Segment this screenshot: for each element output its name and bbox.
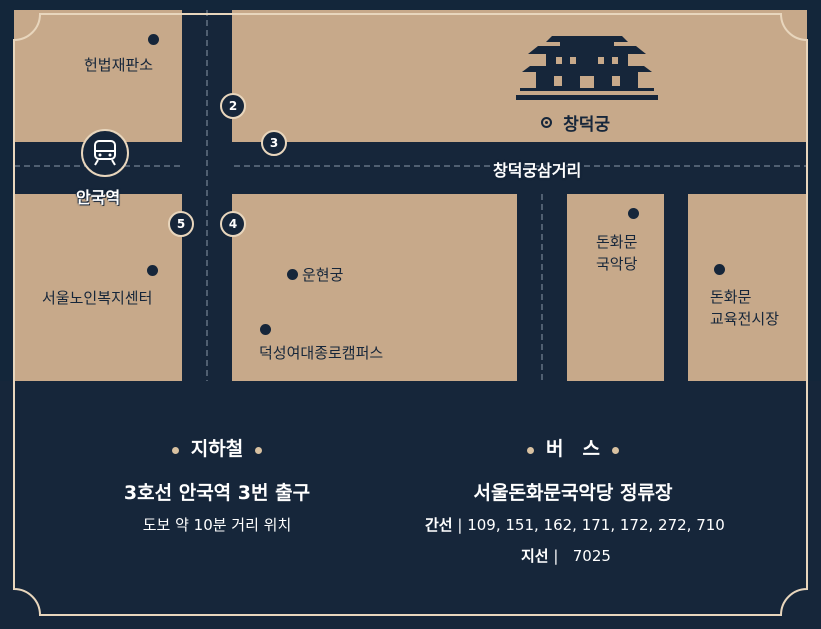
bus-branch-line: 지선 | 7025 <box>521 545 611 566</box>
target-icon <box>541 117 552 128</box>
info-area <box>0 381 821 629</box>
senior-welfare-dot <box>147 265 158 276</box>
bullet-icon <box>171 447 179 454</box>
exit-4-marker: 4 <box>220 211 246 237</box>
bus-trunk-line: 간선 | 109, 151, 162, 171, 172, 272, 710 <box>425 514 725 535</box>
donhwamun-hall-dot <box>714 264 725 275</box>
subway-heading: 지하철 <box>92 434 342 461</box>
subway-main: 3호선 안국역 3번 출구 <box>123 482 311 504</box>
donhwamun-hall-line-2: 교육전시장 <box>710 310 780 328</box>
bus-main: 서울돈화문국악당 정류장 <box>473 482 673 504</box>
bus-trunk-label: 간선 <box>425 516 453 534</box>
donhwamun-theater-line-2: 국악당 <box>596 255 638 273</box>
palace-label: 창덕궁 <box>563 115 611 135</box>
subway-title: 지하철 <box>190 438 244 460</box>
exit-2-marker: 2 <box>220 93 246 119</box>
constitutional-court-dot <box>148 34 159 45</box>
donhwamun-theater-line-1: 돈화문 <box>596 233 638 251</box>
exit-5-marker: 5 <box>168 211 194 237</box>
station-label: 안국역 <box>76 188 121 207</box>
subway-sub: 도보 약 10분 거리 위치 <box>142 516 292 534</box>
unhyeongung-dot <box>287 269 298 280</box>
exit-3-marker: 3 <box>261 130 287 156</box>
bullet-icon <box>611 447 619 454</box>
senior-welfare-label: 서울노인복지센터 <box>42 289 153 307</box>
main-road <box>14 142 807 194</box>
frame-border <box>13 13 808 616</box>
unhyeongung-label: 운현궁 <box>302 266 344 284</box>
duksung-dot <box>260 324 271 335</box>
constitutional-court-label: 헌법재판소 <box>84 56 154 74</box>
donhwamun-theater-dot <box>628 208 639 219</box>
bullet-icon <box>527 447 535 454</box>
donhwamun-theater-label: 돈화문 국악당 <box>596 231 637 275</box>
side-road-2 <box>664 194 688 381</box>
palace-icon <box>516 36 658 100</box>
bus-title: 버 스 <box>546 438 600 460</box>
donhwamun-hall-line-1: 돈화문 <box>710 288 752 306</box>
road-label: 창덕궁삼거리 <box>493 161 582 180</box>
donhwamun-hall-label: 돈화문 교육전시장 <box>710 286 779 330</box>
bus-trunk-routes: | 109, 151, 162, 171, 172, 272, 710 <box>457 516 725 534</box>
station-icon <box>81 129 129 177</box>
palace-marker: 창덕궁 <box>541 110 610 135</box>
bus-branch-label: 지선 <box>521 547 549 565</box>
bullet-icon <box>255 447 263 454</box>
bus-branch-routes: | 7025 <box>553 547 611 565</box>
bus-heading: 버 스 <box>448 434 698 461</box>
duksung-label: 덕성여대종로캠퍼스 <box>259 344 384 362</box>
